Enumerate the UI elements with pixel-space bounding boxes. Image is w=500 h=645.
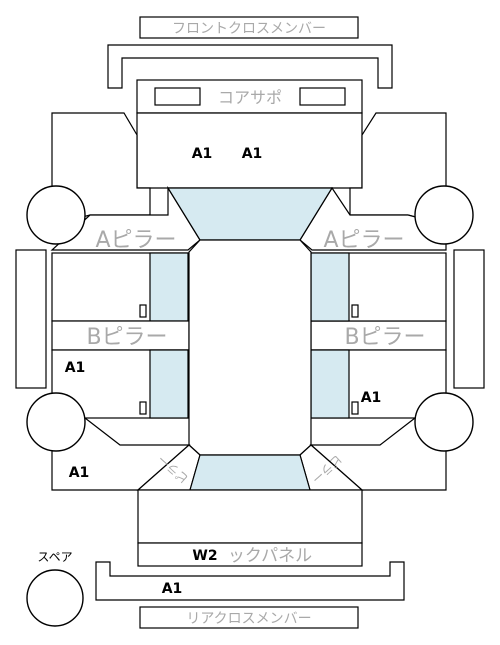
front-cross-member-label-box xyxy=(139,16,359,39)
right-front-tire[interactable] xyxy=(414,185,474,245)
left-rear-quarter-damage-code: A1 xyxy=(69,465,90,481)
right-rear-tire[interactable] xyxy=(414,392,474,452)
front-cross-member[interactable] xyxy=(107,44,393,89)
rear-cross-member-damage-code: A1 xyxy=(162,581,183,597)
right-side-step[interactable] xyxy=(453,249,485,389)
left-front-window[interactable] xyxy=(149,252,189,322)
core-support-right-slot xyxy=(299,87,346,106)
rear-cross-member[interactable] xyxy=(95,561,405,601)
right-rear-door-handle xyxy=(351,401,359,415)
left-side-step[interactable] xyxy=(15,249,47,389)
rear-cross-member-label-box xyxy=(139,606,359,629)
left-front-door-handle xyxy=(139,304,147,318)
right-b-pillar-label: Bピラー xyxy=(344,325,425,350)
trunk[interactable] xyxy=(137,489,363,544)
left-a-pillar-label: Aピラー xyxy=(95,228,176,253)
roof[interactable] xyxy=(188,239,312,456)
left-rear-tire[interactable] xyxy=(26,392,86,452)
hood-damage-code-2: A1 xyxy=(242,146,263,162)
spare-label: スペア xyxy=(37,550,72,564)
right-rear-window[interactable] xyxy=(310,349,350,419)
rear-cross-member-label: リアクロスメンバー xyxy=(186,611,311,627)
core-support-label: コアサポ xyxy=(218,88,282,107)
spare-tire[interactable] xyxy=(26,569,84,627)
left-rear-door-damage-code: A1 xyxy=(65,360,86,376)
hood-damage-code-1: A1 xyxy=(192,146,213,162)
right-a-pillar-label: Aピラー xyxy=(323,228,404,253)
rear-window[interactable] xyxy=(189,454,311,491)
core-support-left-slot xyxy=(154,87,201,106)
right-front-window[interactable] xyxy=(310,252,350,322)
left-front-tire[interactable] xyxy=(26,185,86,245)
left-b-pillar-label: Bピラー xyxy=(86,325,167,350)
back-panel-damage-code: W2 xyxy=(192,548,217,564)
left-b-pillar[interactable] xyxy=(51,320,190,351)
back-panel-label: ックパネル xyxy=(228,546,312,566)
back-panel[interactable] xyxy=(137,542,363,567)
left-rear-door-handle xyxy=(139,401,147,415)
left-rear-window[interactable] xyxy=(149,349,189,419)
right-rear-door-damage-code: A1 xyxy=(361,390,382,406)
right-front-door-handle xyxy=(351,304,359,318)
front-cross-member-label: フロントクロスメンバー xyxy=(172,21,326,37)
